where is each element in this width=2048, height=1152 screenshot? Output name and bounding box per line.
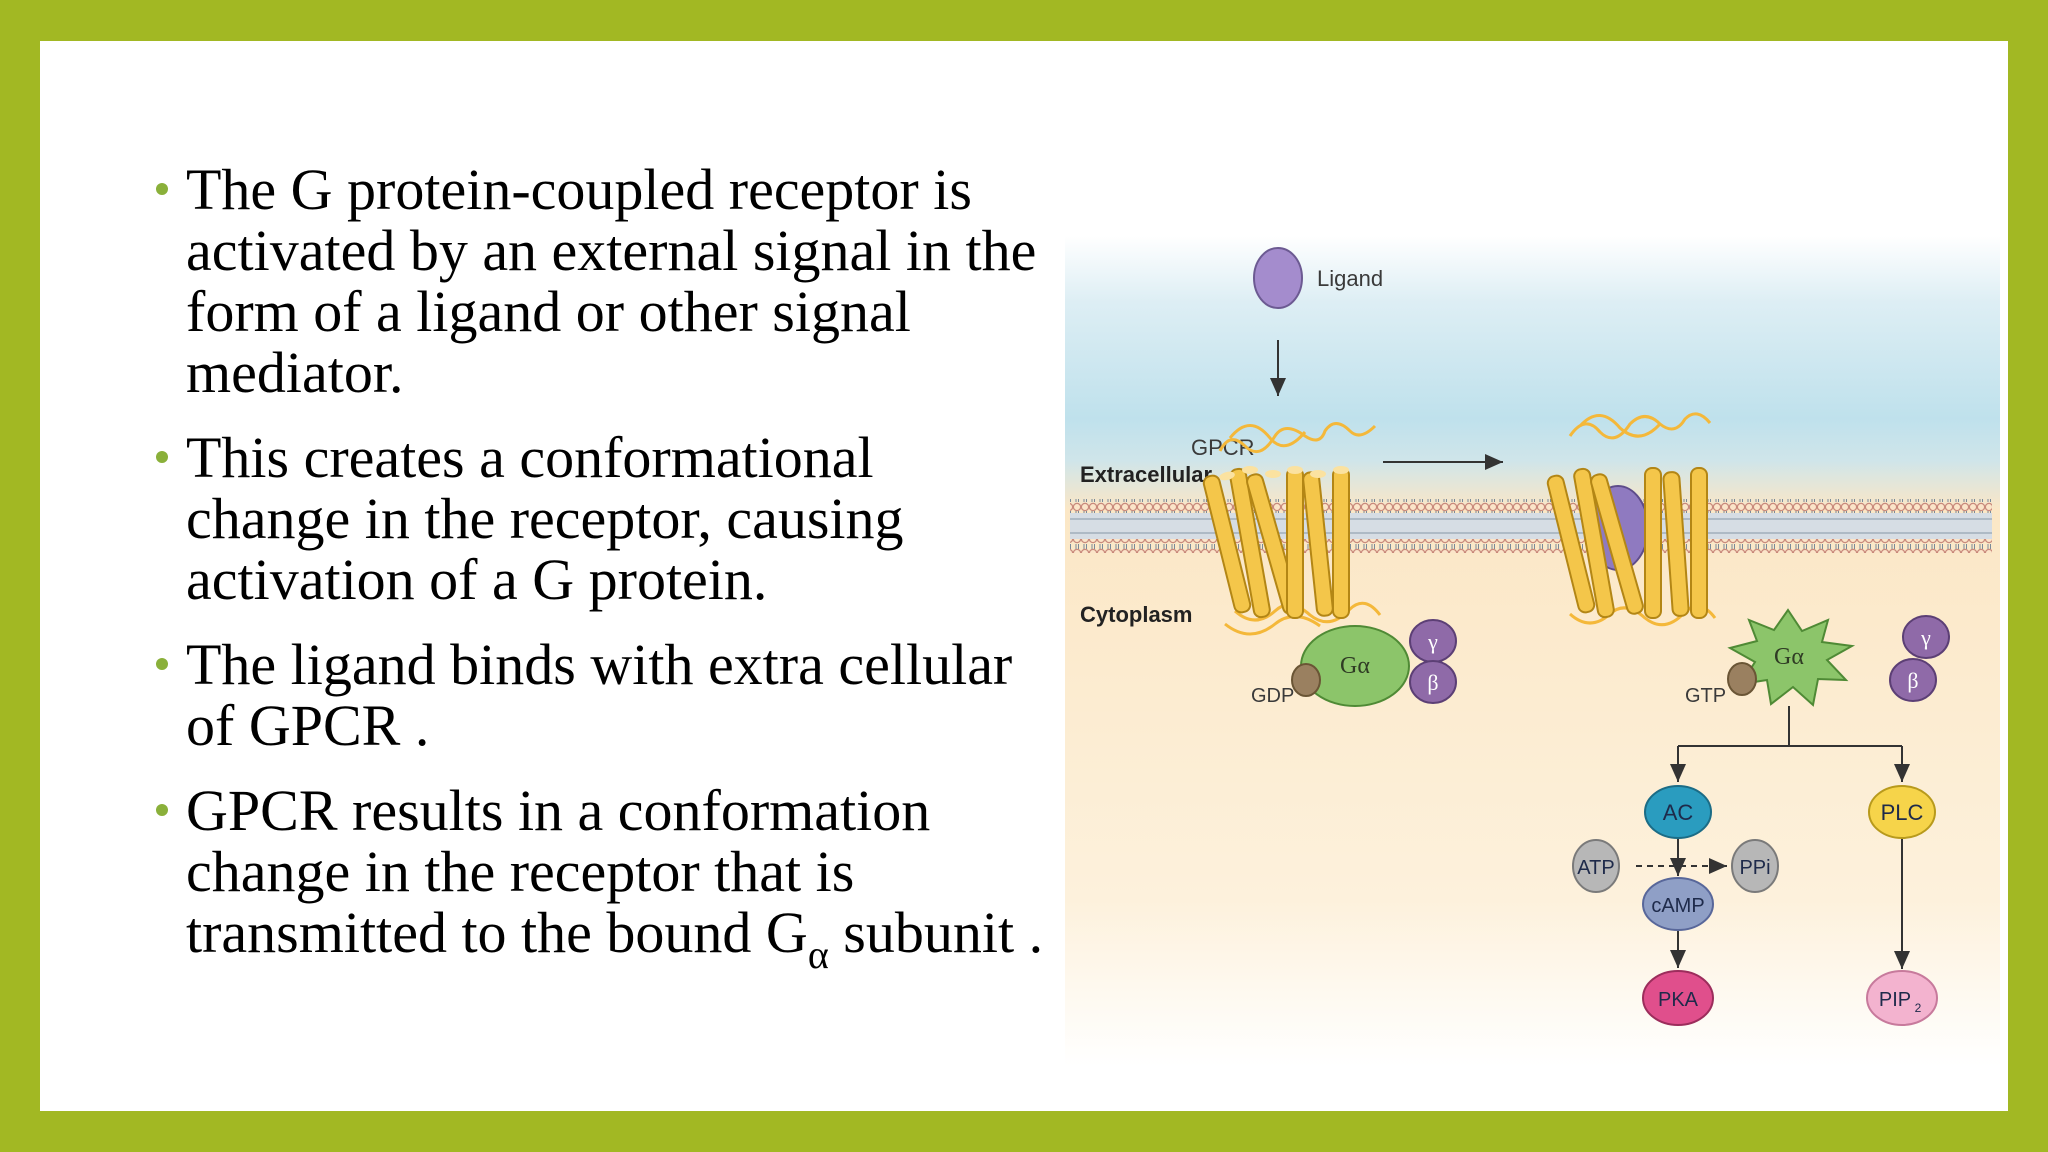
bullet-item: This creates a conformational change in … [150, 427, 1050, 610]
gtp-molecule [1727, 662, 1757, 696]
camp-label: cAMP [1651, 895, 1704, 917]
gpcr-diagram: Extracellular Cytoplasm Ligand GPCR [1065, 236, 2000, 1066]
ac-enzyme: AC [1644, 785, 1712, 839]
gdp-label: GDP [1251, 685, 1294, 707]
bullet-item: The ligand binds with extra cellular of … [150, 634, 1050, 756]
bullet-text: The G protein-coupled receptor is activa… [186, 157, 1037, 405]
pip-subscript: 2 [1915, 1001, 1922, 1015]
g-protein-inactive: Gα GDP γ β [1251, 619, 1457, 707]
g-alpha-active-label: Gα [1774, 644, 1804, 670]
atp-molecule: ATP [1572, 839, 1620, 893]
gpcr-active [1546, 412, 1717, 627]
extracellular-label: Extracellular [1080, 462, 1213, 487]
bullet-item: The G protein-coupled receptor is activa… [150, 159, 1050, 403]
beta-label: β [1427, 670, 1438, 695]
signaling-pathway [1636, 706, 1910, 969]
bullet-dot [156, 183, 168, 195]
gamma-subunit-free [1902, 615, 1950, 659]
ppi-label: PPi [1739, 857, 1770, 879]
g-alpha-label: Gα [1340, 653, 1370, 679]
pka-label: PKA [1658, 989, 1699, 1011]
gamma-label: γ [1427, 629, 1438, 654]
beta-free-label: β [1907, 668, 1918, 693]
bullet-text: The ligand binds with extra cellular of … [186, 632, 1013, 758]
atp-label: ATP [1577, 857, 1614, 879]
diagram-background [1065, 236, 2000, 1066]
slide: The G protein-coupled receptor is activa… [40, 41, 2008, 1111]
bullet-list: The G protein-coupled receptor is activa… [150, 159, 1050, 1009]
gpcr-inactive [1202, 422, 1382, 636]
ligand-label: Ligand [1317, 266, 1383, 291]
ac-label: AC [1663, 800, 1694, 825]
beta-subunit-free [1889, 658, 1937, 702]
cytoplasm-label: Cytoplasm [1080, 602, 1192, 627]
bullet-text: GPCR results in a conformation change in… [186, 778, 931, 965]
membrane [1070, 499, 1992, 553]
ppi-molecule: PPi [1731, 839, 1779, 893]
plc-label: PLC [1881, 800, 1924, 825]
gtp-label: GTP [1685, 685, 1726, 707]
pip2-molecule: PIP 2 [1866, 970, 1938, 1026]
g-protein-active: Gα GTP γ β [1685, 608, 1950, 707]
beta-subunit [1409, 660, 1457, 704]
bullet-dot [156, 658, 168, 670]
camp-molecule: cAMP [1642, 877, 1714, 931]
gdp-molecule [1291, 663, 1321, 697]
pip-label: PIP [1879, 989, 1911, 1011]
bullet-text: This creates a conformational change in … [186, 425, 904, 612]
pka-enzyme: PKA [1642, 970, 1714, 1026]
alpha-subscript: α [807, 932, 829, 977]
gamma-free-label: γ [1920, 625, 1931, 650]
bullet-text-end: subunit . [828, 900, 1044, 965]
bullet-item: GPCR results in a conformation change in… [150, 780, 1050, 985]
bullet-dot [156, 451, 168, 463]
bullet-dot [156, 804, 168, 816]
ligand: Ligand [1253, 247, 1383, 396]
plc-enzyme: PLC [1868, 785, 1936, 839]
